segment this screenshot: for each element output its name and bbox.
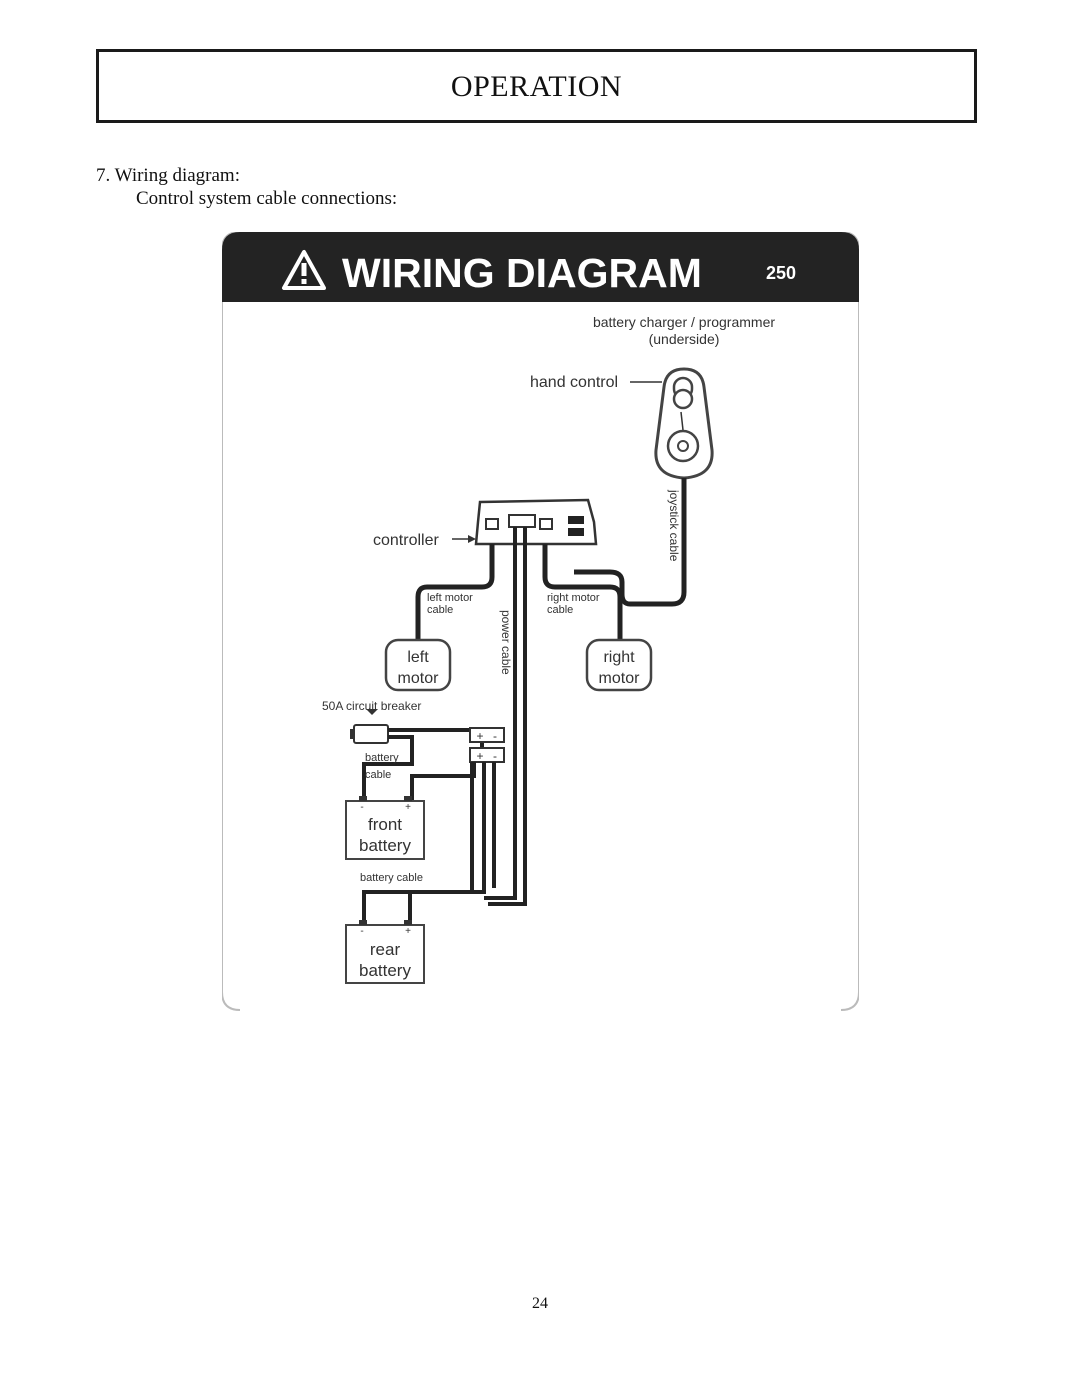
controller-box [474, 498, 598, 546]
terminal-lower-minus: - [493, 749, 497, 763]
controller-label: controller [373, 532, 439, 549]
section-subheading: Control system cable connections: [136, 188, 398, 209]
left-motor-cable-label-1: left motor [427, 592, 473, 604]
banner-model: 250 [766, 263, 796, 283]
warning-icon [282, 250, 326, 290]
left-motor-box: left motor [384, 638, 452, 692]
rear-battery-plus: + [405, 926, 411, 937]
front-battery: - + front battery [345, 796, 425, 860]
left-motor-cable-label-2: cable [427, 604, 453, 616]
front-battery-label-2: battery [359, 836, 411, 855]
terminal-lower-plus: + [476, 749, 483, 763]
joystick-cable-label: joystick cable [667, 489, 681, 562]
front-battery-minus: - [360, 802, 363, 813]
terminal-block-lower: + - [469, 747, 505, 763]
power-cable-label: power cable [499, 610, 513, 675]
rear-battery-minus: - [360, 926, 363, 937]
charger-label-line1: battery charger / programmer [593, 314, 775, 330]
charger-label-line2: (underside) [649, 331, 720, 347]
battery-cable-rear-label: battery cable [360, 872, 423, 884]
hand-control-device [654, 367, 714, 480]
terminal-upper-minus: - [493, 729, 497, 743]
terminal-upper-plus: + [476, 729, 483, 743]
left-motor-label-2: motor [398, 670, 440, 687]
front-battery-label-1: front [368, 815, 402, 834]
page-number: 24 [532, 1295, 548, 1312]
front-battery-plus: + [405, 802, 411, 813]
right-motor-label-1: right [603, 649, 635, 666]
rear-battery: - + rear battery [345, 920, 425, 984]
terminal-block-upper: + - [469, 727, 505, 743]
right-motor-label-2: motor [599, 670, 641, 687]
right-motor-box: right motor [585, 638, 653, 692]
wiring-diagram-figure: WIRING DIAGRAM 250 battery charger / pro… [222, 232, 859, 1012]
section-header-box: OPERATION [96, 49, 977, 123]
circuit-breaker-label: 50A circuit breaker [322, 699, 421, 713]
circuit-breaker [350, 724, 389, 744]
diagram-banner: WIRING DIAGRAM 250 [222, 232, 859, 302]
right-motor-cable-label-2: cable [547, 604, 573, 616]
banner-title: WIRING DIAGRAM [342, 250, 702, 296]
rear-battery-label-2: battery [359, 961, 411, 980]
battery-cable-front-label-1: battery [365, 752, 399, 764]
section-heading: 7. Wiring diagram: [96, 165, 240, 186]
rear-battery-label-1: rear [370, 940, 401, 959]
right-motor-cable-label-1: right motor [547, 592, 600, 604]
hand-control-label: hand control [530, 374, 618, 391]
left-motor-label-1: left [407, 649, 429, 666]
battery-cable-front-label-2: cable [365, 769, 391, 781]
section-title: OPERATION [450, 70, 623, 103]
